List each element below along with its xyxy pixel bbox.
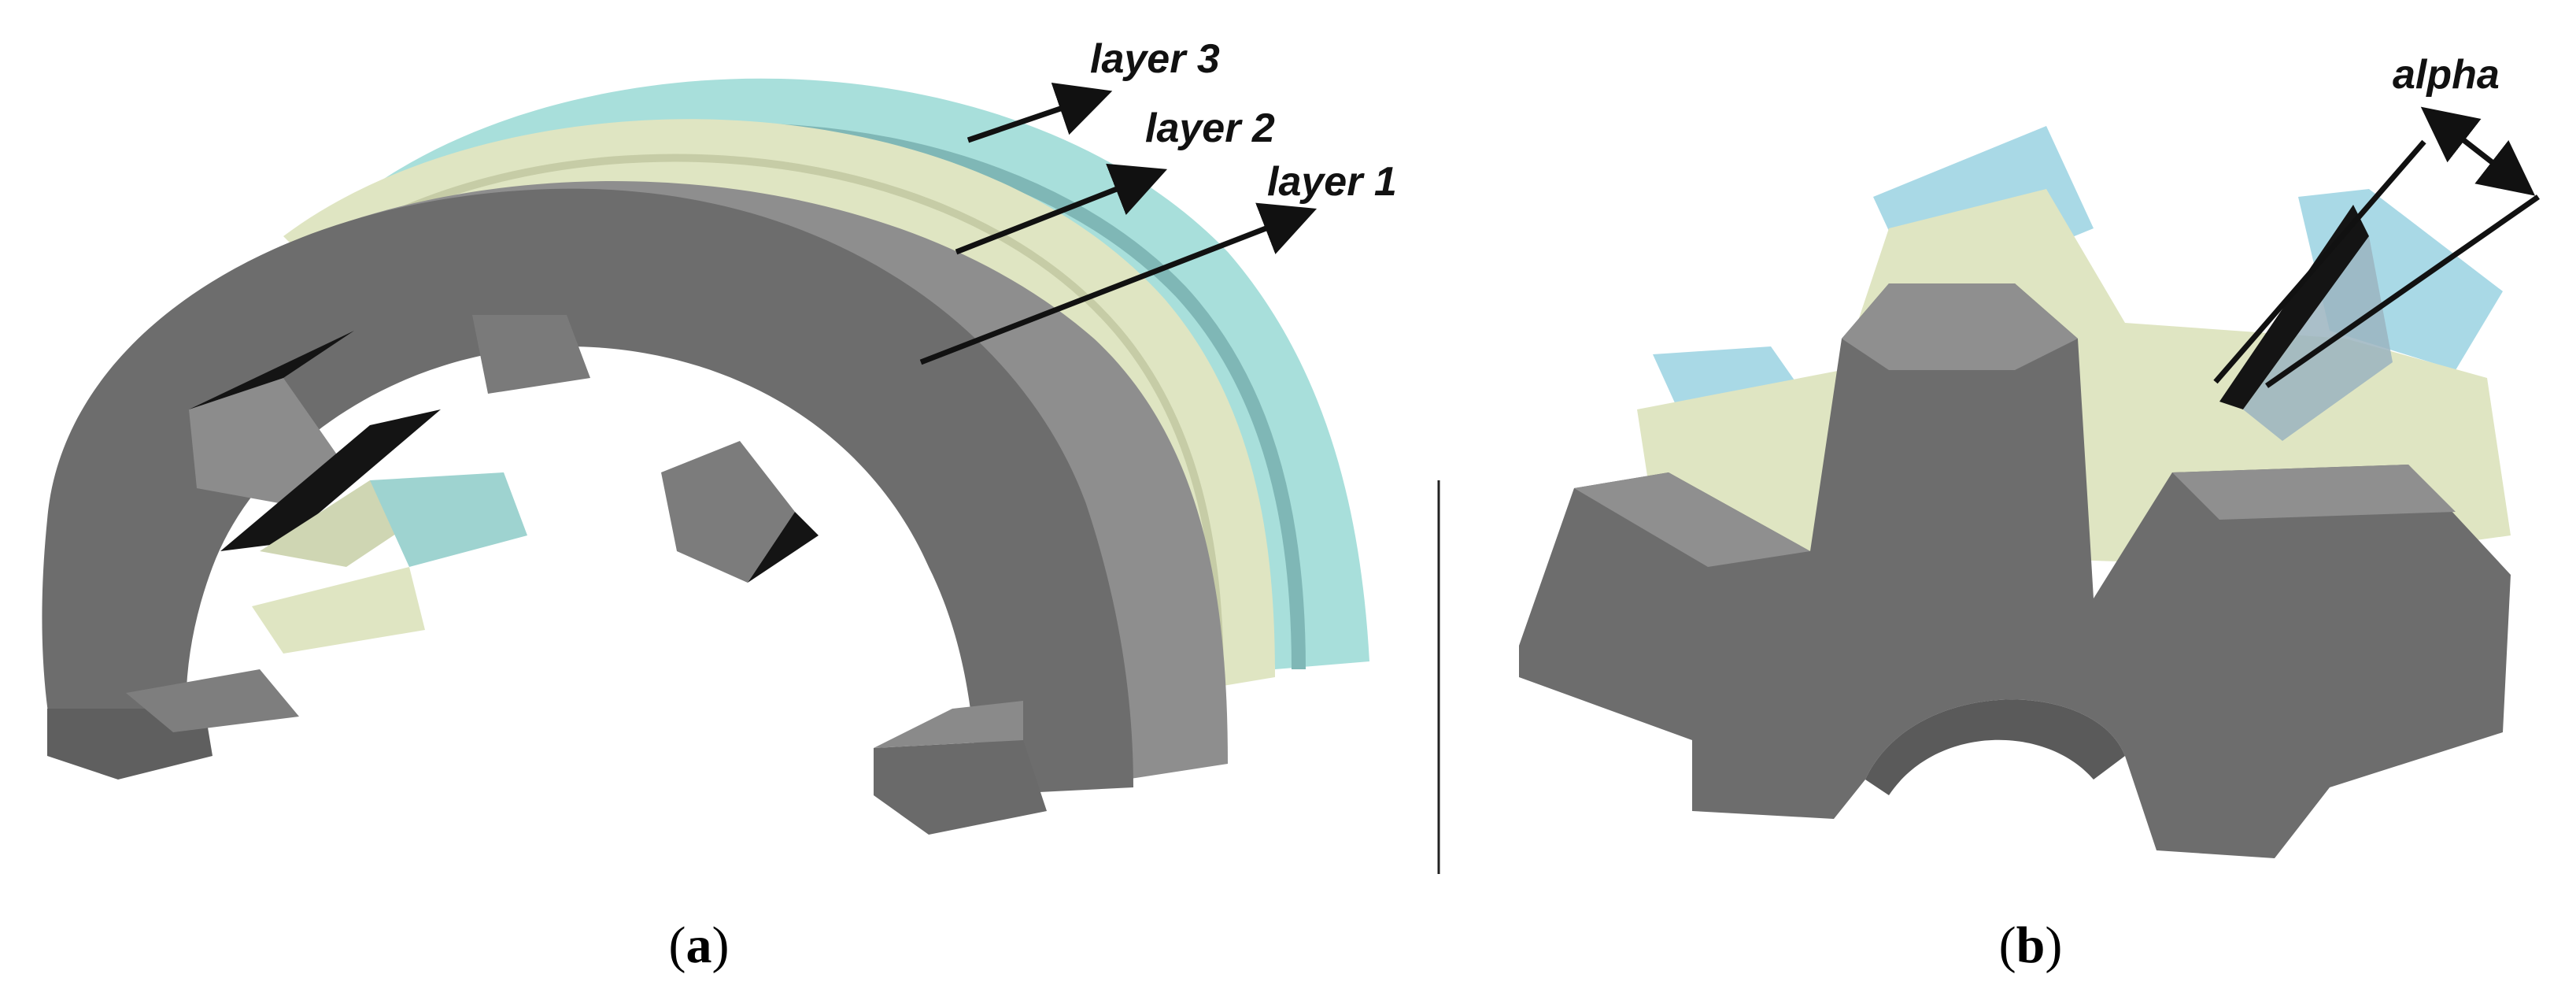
arrow-layer-2: [955, 163, 1168, 255]
label-layer-2: layer 2: [1145, 106, 1275, 151]
alpha-line-1: [2213, 139, 2426, 384]
layer-2-band: [283, 119, 1275, 694]
inner-tooth-center: [661, 441, 795, 583]
layer-1-front-face: [42, 188, 1134, 795]
inner-tooth-cyan: [370, 472, 527, 567]
right-foot: [874, 740, 1047, 835]
arrow-layer-1: [919, 202, 1318, 365]
layer-2-edge: [312, 154, 1224, 686]
alpha-line-2: [2265, 194, 2540, 388]
slot-shadow-2: [220, 409, 441, 551]
panel-a-half-ring-layers: layer 3 layer 2 layer 1 (a): [42, 36, 1397, 974]
panel-b-gear-layers: alpha (b): [1519, 52, 2540, 974]
inner-tooth-beige-low: [252, 567, 425, 654]
inner-tooth-grey-low: [126, 669, 299, 732]
right-foot-top: [874, 701, 1023, 748]
slot-face-b: [2243, 236, 2393, 441]
caption-a: (a): [669, 917, 730, 974]
inner-tooth-left-upper: [189, 378, 338, 504]
label-layer-3: layer 3: [1090, 36, 1220, 82]
alpha-arrow: [2420, 106, 2536, 196]
gear-tooth-right-top: [2172, 465, 2456, 520]
slot-shadow-b: [2219, 205, 2369, 409]
slot-shadow-center: [748, 512, 819, 583]
label-alpha: alpha: [2393, 52, 2500, 98]
slot-shadow-1: [189, 331, 354, 409]
caption-b: (b): [1999, 917, 2063, 974]
label-layer-1: layer 1: [1267, 159, 1397, 205]
arrow-layer-3: [966, 82, 1113, 143]
layer-1-gear-b: [1519, 283, 2511, 858]
gear-tooth-top: [1842, 283, 2078, 370]
inner-tooth-grey-mid: [472, 315, 590, 394]
gear-bore: [1865, 699, 2125, 795]
gear-tooth-left-top: [1574, 472, 1810, 567]
